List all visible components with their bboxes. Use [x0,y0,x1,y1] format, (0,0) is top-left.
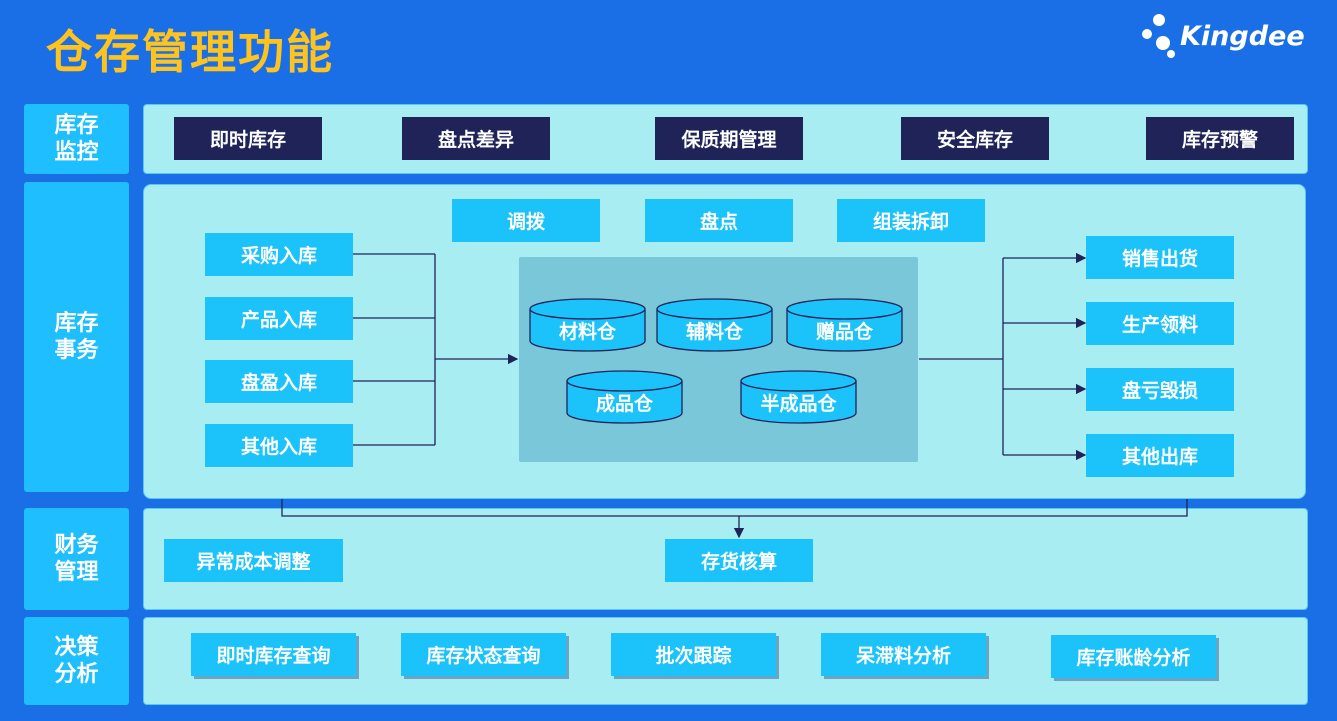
outbound-item[interactable]: 生产领料 [1086,302,1234,345]
inbound-item[interactable]: 其他入库 [205,424,353,467]
cylinder-icon [566,370,683,424]
monitor-item[interactable]: 盘点差异 [402,117,550,160]
decision-item[interactable]: 批次跟踪 [611,633,776,676]
monitor-item[interactable]: 保质期管理 [655,117,803,160]
outbound-item[interactable]: 盘亏毁损 [1086,368,1234,411]
kingdee-logo: Kingdee [1140,12,1305,62]
inbound-item[interactable]: 产品入库 [205,297,353,340]
finance-connector [281,499,1188,517]
cylinder-icon [786,298,903,352]
logo-dot-icon [1142,29,1152,39]
page-title: 仓存管理功能 [46,25,334,79]
row-label-decision: 决策分析 [24,617,129,705]
warehouse-cylinder[interactable]: 辅料仓 [656,298,773,352]
decision-item[interactable]: 呆滞料分析 [821,633,986,676]
cylinder-icon [656,298,773,352]
warehouse-cylinder[interactable]: 赠品仓 [786,298,903,352]
inbound-item[interactable]: 盘盈入库 [205,360,353,403]
logo-dot-icon [1156,36,1170,50]
logo-dot-icon [1153,14,1165,26]
row-label-monitor: 库存监控 [24,104,129,174]
decision-item[interactable]: 库存账龄分析 [1051,635,1216,678]
operation-item[interactable]: 盘点 [645,199,793,242]
logo-dot-icon [1167,50,1175,58]
warehouse-cylinder[interactable]: 材料仓 [529,298,646,352]
warehouse-label: 材料仓 [558,321,616,343]
row-label-affairs: 库存事务 [24,182,129,492]
warehouse-cylinder[interactable]: 成品仓 [566,370,683,424]
warehouse-label: 成品仓 [595,393,653,415]
outbound-item[interactable]: 其他出库 [1086,434,1234,477]
warehouse-cylinder[interactable]: 半成品仓 [740,370,857,424]
decision-item[interactable]: 即时库存查询 [191,633,356,676]
cylinder-icon [529,298,646,352]
decision-item[interactable]: 库存状态查询 [401,633,566,676]
operation-item[interactable]: 调拨 [452,199,600,242]
monitor-item[interactable]: 安全库存 [901,117,1049,160]
warehouse-label: 辅料仓 [685,321,743,343]
warehouse-label: 半成品仓 [760,393,837,415]
cylinder-icon [740,370,857,424]
inbound-item[interactable]: 采购入库 [205,233,353,276]
operation-item[interactable]: 组装拆卸 [837,199,985,242]
warehouse-area [519,257,918,462]
finance-item[interactable]: 异常成本调整 [164,539,343,582]
logo-text: Kingdee [1180,21,1305,52]
monitor-item[interactable]: 即时库存 [174,117,322,160]
warehouse-label: 赠品仓 [815,321,873,343]
outbound-item[interactable]: 销售出货 [1086,236,1234,279]
row-label-finance: 财务管理 [24,508,129,610]
finance-item[interactable]: 存货核算 [665,539,813,582]
monitor-item[interactable]: 库存预警 [1146,117,1294,160]
